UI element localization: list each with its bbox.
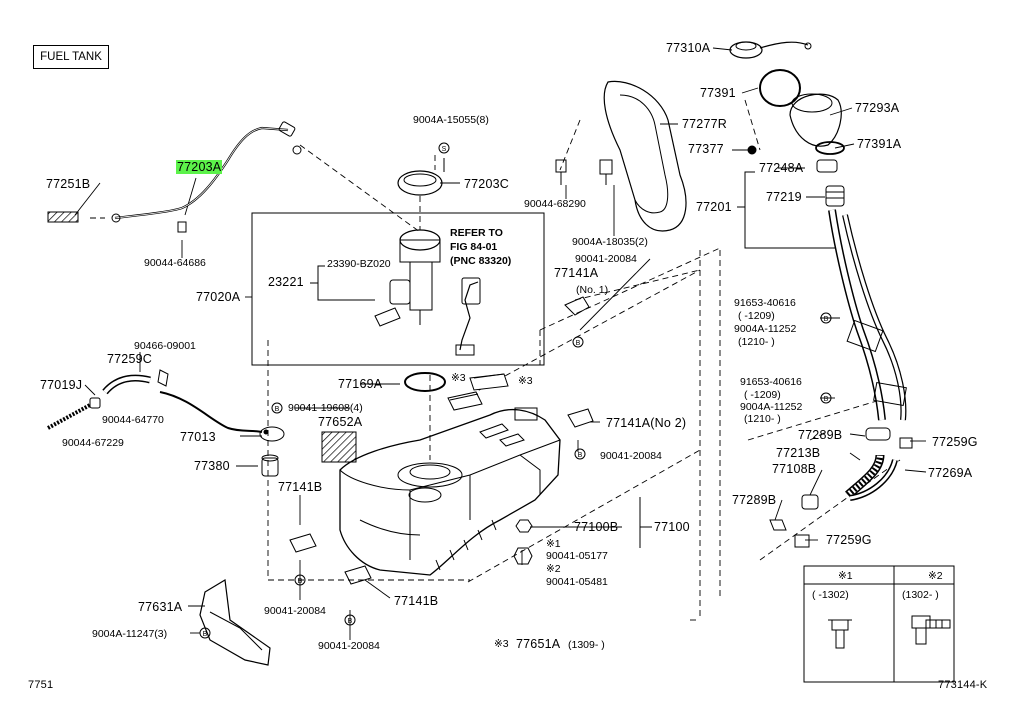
part-label-77201[interactable]: 77201 [696,200,732,214]
svg-text:B: B [576,340,581,347]
svg-text:B: B [275,406,280,413]
part-label-77631A[interactable]: 77631A [138,600,183,614]
svg-text:B: B [298,578,303,585]
part-label-9004A-11252-a[interactable]: 9004A-11252 [734,323,797,335]
part-label-77251B[interactable]: 77251B [46,177,91,191]
footer-left: 7751 [28,679,54,691]
part-label-77219[interactable]: 77219 [766,190,802,204]
mark-x2: ※2 [546,563,561,575]
part-label-77259G-b[interactable]: 77259G [826,533,872,547]
part-label-77277R[interactable]: 77277R [682,117,727,131]
part-label-90041-20084-b[interactable]: 90041-20084 [600,450,662,462]
part-note-no1: (No. 1) [576,284,609,296]
diagram-title: FUEL TANK [33,45,109,69]
part-label-90041-20084[interactable]: 90041-20084 [575,253,637,265]
legend-range-2: (1302- ) [902,589,939,601]
svg-text:S: S [442,146,447,153]
pump-module-box [251,212,545,366]
part-label-90044-67229[interactable]: 90044-67229 [62,437,124,449]
part-label-77651A[interactable]: 77651A [516,637,561,651]
part-label-77019J[interactable]: 77019J [40,378,83,392]
highlighted-part-number: 77203A [176,160,223,174]
part-label-77100B[interactable]: 77100B [574,520,619,534]
footer-right: 773144-K [938,679,988,691]
refer-note-line1: REFER TO [450,227,503,239]
range-b1: ( -1209) [744,389,781,401]
part-label-77293A[interactable]: 77293A [855,101,900,115]
part-label-77269A[interactable]: 77269A [928,466,973,480]
part-label-77013[interactable]: 77013 [180,430,216,444]
part-label-77310A[interactable]: 77310A [666,41,711,55]
svg-text:B: B [824,316,829,323]
svg-text:B: B [348,618,353,625]
part-label-90044-64686[interactable]: 90044-64686 [144,257,206,269]
part-range-77651A: (1309- ) [568,639,605,651]
legend-header-1: ※1 [838,570,853,582]
part-label-90466-09001[interactable]: 90466-09001 [134,340,196,352]
part-label-77141A[interactable]: 77141A [554,266,599,280]
part-label-9004A-11252-b[interactable]: 9004A-11252 [740,401,803,413]
legend-range-1: ( -1302) [812,589,849,601]
part-label-77141B-b[interactable]: 77141B [394,594,439,608]
part-label-90041-20084-c[interactable]: 90041-20084 [264,605,326,617]
part-label-77203C[interactable]: 77203C [464,177,509,191]
part-label-77377[interactable]: 77377 [688,142,724,156]
svg-text:B: B [578,452,583,459]
part-label-77391A[interactable]: 77391A [857,137,902,151]
part-label-90041-05177[interactable]: 90041-05177 [546,550,608,562]
part-label-77259G-a[interactable]: 77259G [932,435,978,449]
legend-table [803,565,955,683]
part-label-77289B-b[interactable]: 77289B [732,493,777,507]
part-label-90044-68290[interactable]: 90044-68290 [524,198,586,210]
part-label-77248A[interactable]: 77248A [759,161,804,175]
part-label-90041-19608[interactable]: 90041-19608(4) [288,402,363,414]
part-label-90044-64770[interactable]: 90044-64770 [102,414,164,426]
refer-note-line2: FIG 84-01 [450,241,498,253]
range-a1: ( -1209) [738,310,775,322]
part-label-77100[interactable]: 77100 [654,520,690,534]
legend-header-2: ※2 [928,570,943,582]
mark-x3-b: ※3 [518,375,533,387]
part-label-23390-BZ020[interactable]: 23390-BZ020 [327,258,391,270]
svg-text:B: B [824,396,829,403]
part-label-90041-05481[interactable]: 90041-05481 [546,576,608,588]
range-b2: (1210- ) [744,413,781,425]
refer-note-line3: (PNC 83320) [450,255,512,267]
part-label-91653-40616-b[interactable]: 91653-40616 [740,376,802,388]
part-label-77289B-a[interactable]: 77289B [798,428,843,442]
part-label-90041-20084-d[interactable]: 90041-20084 [318,640,380,652]
part-label-77020A[interactable]: 77020A [196,290,241,304]
mark-x1: ※1 [546,538,561,550]
part-label-77141A-no2[interactable]: 77141A(No 2) [606,416,687,430]
part-label-77391[interactable]: 77391 [700,86,736,100]
part-label-91653-40616-a[interactable]: 91653-40616 [734,297,796,309]
part-label-77380[interactable]: 77380 [194,459,230,473]
part-label-9004A-15055[interactable]: 9004A-15055(8) [413,114,489,126]
part-label-9004A-11247[interactable]: 9004A-11247(3) [92,628,168,640]
part-label-77169A[interactable]: 77169A [338,377,383,391]
part-label-77108B[interactable]: 77108B [772,462,817,476]
mark-x3-a: ※3 [451,372,466,384]
part-label-77259C[interactable]: 77259C [107,352,152,366]
part-label-77141B-a[interactable]: 77141B [278,480,323,494]
part-label-77203A[interactable]: 77203A [176,160,223,174]
range-a2: (1210- ) [738,336,775,348]
part-label-77652A[interactable]: 77652A [318,415,363,429]
mark-x3-c: ※3 [494,638,509,650]
part-label-9004A-18035[interactable]: 9004A-18035(2) [572,236,648,248]
svg-text:B: B [203,631,208,638]
part-label-77213B[interactable]: 77213B [776,446,821,460]
part-label-23221[interactable]: 23221 [268,275,304,289]
